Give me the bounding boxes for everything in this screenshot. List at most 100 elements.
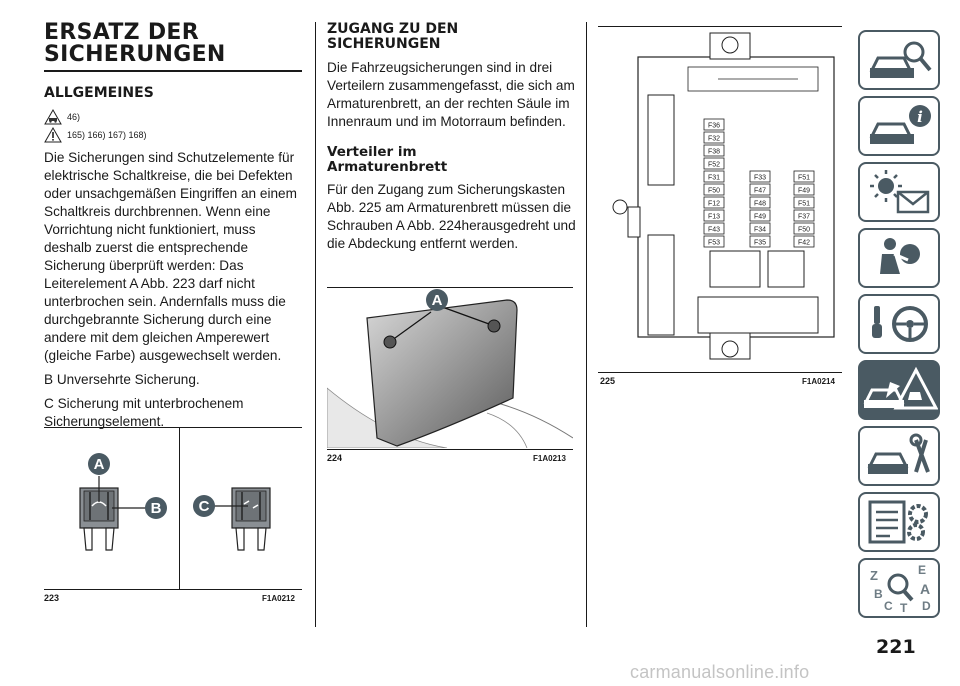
fuse-slot (793, 209, 815, 222)
fuse-label: F50 (708, 188, 720, 195)
warning-ref-row-1: 46) (44, 109, 302, 125)
fuse-slot (749, 209, 771, 222)
car-info-icon: i (869, 105, 931, 144)
column-divider-1 (315, 22, 316, 627)
cover-panel (366, 299, 518, 447)
svg-text:A: A (920, 581, 930, 597)
screw-left-icon (383, 335, 397, 349)
svg-text:Z: Z (870, 568, 878, 583)
fuse-slot (793, 222, 815, 235)
title-rule (44, 70, 302, 72)
sidebar-tab-service[interactable] (858, 426, 940, 486)
subheading-line-2: Armaturenbrett (327, 159, 448, 175)
figure-225-code: F1A0214 (802, 377, 835, 386)
screw-right-icon (487, 319, 501, 333)
badge-a-label: A (94, 456, 105, 473)
fuse-label: F31 (708, 175, 720, 182)
sidebar-tab-airbag[interactable] (858, 228, 940, 288)
fuse-label: F49 (798, 188, 810, 195)
fuse-slot (793, 183, 815, 196)
column-access: ZUGANG ZU DEN SICHERUNGEN Die Fahrzeugsi… (327, 22, 577, 253)
lights-mail-icon (870, 170, 930, 214)
fuse-label: F38 (708, 149, 720, 156)
title-line-1: ERSATZ DER (44, 20, 199, 45)
badge-a-224-label: A (432, 292, 443, 309)
svg-text:T: T (900, 601, 908, 615)
broken-fuse-illustration (212, 487, 271, 551)
figure-225-top-rule (598, 26, 842, 27)
fuse-label: F47 (754, 188, 766, 195)
fuse-slot (703, 170, 725, 183)
figure-223-divider (179, 427, 180, 589)
fuse-slot (749, 183, 771, 196)
figure-224-cover-photo: A (327, 288, 573, 448)
paragraph-dashboard: Für den Zugang zum Sicherungskasten Abb.… (327, 182, 576, 251)
car-search-icon (869, 41, 932, 78)
fuse-label: F49 (754, 214, 766, 221)
sidebar-tab-lights-mail[interactable] (858, 162, 940, 222)
badge-c-label: C (199, 498, 210, 515)
fuse-label: F34 (754, 227, 766, 234)
sidebar-tab-car-search[interactable] (858, 30, 940, 90)
warning-triangle-icon (44, 127, 62, 143)
car-warning-icon (44, 109, 62, 125)
fuse-label: F35 (754, 240, 766, 247)
watermark-text: carmanualsonline.info (630, 662, 810, 682)
column-general: ERSATZ DER SICHERUNGEN ALLGEMEINES 46) 1… (44, 22, 302, 431)
fuse-label: F51 (798, 175, 810, 182)
figure-223-code: F1A0212 (262, 594, 295, 603)
fuse-label: F42 (798, 240, 810, 247)
fuse-slot (703, 131, 725, 144)
figure-224-number: 224 (327, 453, 343, 463)
svg-text:C: C (884, 599, 893, 613)
badge-b (145, 497, 167, 519)
fuse-label: F33 (754, 175, 766, 182)
sidebar-tab-index[interactable]: Z E B A C D T (858, 558, 940, 618)
fuse-slot (749, 222, 771, 235)
figure-223-number: 223 (44, 593, 60, 603)
fuse-slot (749, 235, 771, 248)
svg-text:i: i (917, 108, 923, 126)
sidebar-tab-emergency[interactable] (858, 360, 940, 420)
airbag-person-icon (880, 238, 920, 274)
paragraph-broken-fuse: C Sicherung mit unterbrochenem Sicherung… (44, 396, 244, 429)
figure-225-bottom-rule (598, 372, 842, 373)
intact-fuse-illustration (79, 476, 148, 551)
figure-223-top-rule (44, 427, 302, 428)
index-letters-icon: Z E B A C D T (870, 563, 931, 615)
figure-224-code: F1A0213 (533, 454, 566, 463)
paragraph-general: Die Sicherungen sind Schutzelemente für … (44, 150, 297, 363)
access-title-line-1: ZUGANG ZU DEN (327, 21, 459, 37)
figure-223-fuses: A B C (79, 453, 271, 551)
fuse-label: F37 (798, 214, 810, 221)
fuse-slot (793, 196, 815, 209)
sidebar-tab-car-info[interactable]: i (858, 96, 940, 156)
settings-list-icon (868, 500, 928, 544)
sidebar-tab-settings[interactable] (858, 492, 940, 552)
fuse-slot (703, 235, 725, 248)
warning-car-icon (863, 366, 938, 410)
warning-ref-row-2: 165) 166) 167) 168) (44, 127, 302, 143)
figure-225-number: 225 (600, 376, 616, 386)
svg-text:E: E (918, 563, 926, 577)
fuse-slot (703, 118, 725, 131)
fuse-slot (703, 196, 725, 209)
page-number: 221 (876, 636, 916, 658)
subheading-dashboard: Verteiler im Armaturenbrett (327, 145, 577, 175)
sidebar-tab-steering[interactable] (858, 294, 940, 354)
figure-224-bottom-rule (327, 449, 573, 450)
figure-224-top-rule (327, 287, 573, 288)
fuse-label: F52 (708, 162, 720, 169)
fuse-slot (703, 209, 725, 222)
paragraph-intact-fuse: B Unversehrte Sicherung. (44, 372, 200, 387)
page-title: ERSATZ DER SICHERUNGEN (44, 22, 302, 66)
fuse-slot (793, 235, 815, 248)
badge-a (88, 453, 110, 475)
fuse-slot (703, 144, 725, 157)
fuse-label: F32 (708, 136, 720, 143)
fuse-label: F12 (708, 201, 720, 208)
fuse-slot (749, 196, 771, 209)
